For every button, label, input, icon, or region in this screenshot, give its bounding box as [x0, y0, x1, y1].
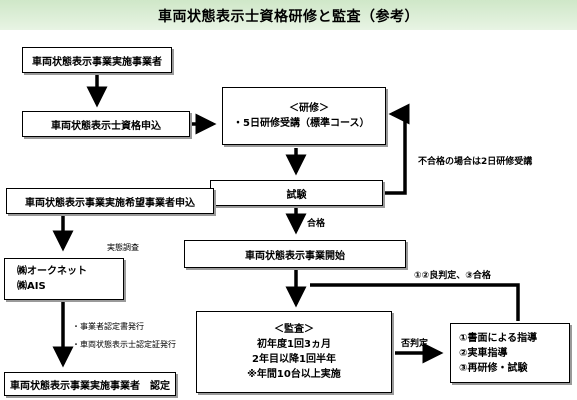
- operator-box: 車両状態表示事業実施事業者: [22, 47, 172, 73]
- arrow-good-loop: [310, 283, 520, 321]
- cert-issue-label: ・事業者認定書発行: [72, 322, 144, 331]
- audit-second-year: 2年目以降1回半年: [252, 354, 336, 365]
- business-application-text: 車両状態表示事業実施希望事業者申込: [25, 197, 195, 209]
- org-ais: ㈱AIS: [17, 281, 46, 292]
- application-box: 車両状態表示士資格申込: [22, 111, 190, 137]
- start-box-text: 車両状態表示事業開始: [245, 250, 345, 262]
- audit-first-year: 初年度1回3ヵ月: [257, 339, 331, 350]
- arrow-fail-loop: [385, 103, 410, 195]
- training-box: ＜研修＞ ・5日研修受講（標準コース）: [222, 87, 386, 145]
- exam-box-text: 試験: [286, 189, 307, 201]
- reject-label: 否判定: [401, 339, 429, 349]
- exam-box: 試験: [210, 180, 383, 206]
- guidance-vehicle: ②実車指導: [459, 347, 508, 359]
- guidance-retraining: ③再研修・試験: [459, 362, 528, 374]
- training-heading: ＜研修＞: [289, 103, 329, 114]
- guidance-written: ①書面による指導: [459, 332, 538, 344]
- application-box-text: 車両状態表示士資格申込: [51, 120, 161, 132]
- org-aucnet: ㈱オークネット: [17, 266, 87, 277]
- operator-box-text: 車両状態表示事業実施事業者: [32, 56, 162, 68]
- audit-box: ＜監査＞ 初年度1回3ヵ月 2年目以降1回半年 ※年間10台以上実施: [196, 311, 392, 393]
- title-bar: [0, 0, 577, 30]
- card-issue-label: ・車両状態表示士認定証発行: [72, 340, 176, 349]
- pass-label: 合格: [307, 219, 326, 229]
- guidance-box: ①書面による指導 ②実車指導 ③再研修・試験: [450, 323, 570, 383]
- start-box: 車両状態表示事業開始: [184, 240, 406, 268]
- orgs-box: ㈱オークネット ㈱AIS: [4, 258, 124, 300]
- training-detail: ・5日研修受講（標準コース）: [233, 118, 370, 129]
- fail-label: 不合格の場合は2日研修受講: [418, 157, 533, 167]
- diagram-title: 車両状態表示士資格研修と監査（参考）: [158, 9, 419, 25]
- audit-heading: ＜監査＞: [274, 324, 314, 335]
- good-judgement-label: ①②良判定、③合格: [414, 271, 491, 281]
- certified-box: 車両状態表示事業実施事業者 認定: [4, 372, 176, 396]
- certified-box-text: 車両状態表示事業実施事業者 認定: [10, 380, 170, 392]
- audit-annual-note: ※年間10台以上実施: [247, 369, 341, 380]
- inspection-label: 実態調査: [107, 243, 139, 252]
- business-application-box: 車両状態表示事業実施希望事業者申込: [6, 188, 214, 214]
